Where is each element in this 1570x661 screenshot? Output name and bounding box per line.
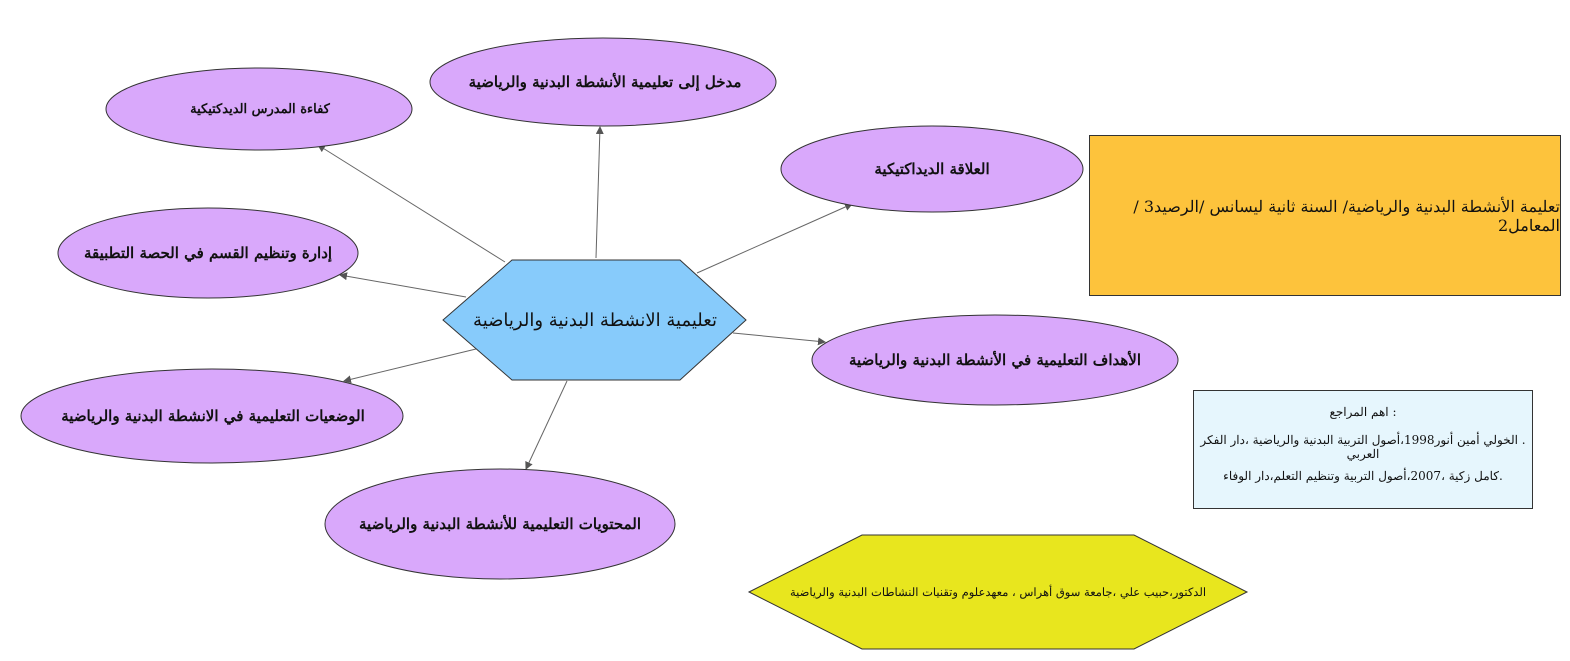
- connector-arrow: [525, 380, 568, 470]
- course-info-text: تعليمة الأنشطة البدنية والرياضية/ السنة …: [1133, 196, 1560, 235]
- author-text: الدكتور،حبيب علي ،جامعة سوق أهراس ، معهد…: [789, 585, 1207, 599]
- references-title: : اهم المراجع: [1329, 405, 1397, 419]
- center-title: تعليمية الانشطة البدنية والرياضية: [473, 309, 717, 331]
- node-ellipse[interactable]: [780, 125, 1084, 213]
- node-label: مدخل إلى تعليمية الأنشطة البدنية والرياض…: [468, 73, 742, 91]
- reference-item: .كامل زكية ،2007،أصول التربية وتنظيم الت…: [1223, 469, 1503, 483]
- node-label: كفاءة المدرس الديدكتيكية: [190, 101, 330, 117]
- author-hexagon[interactable]: [747, 534, 1249, 650]
- references-box: : اهم المراجع . الخولي أمين أنور1998،أصو…: [1193, 390, 1533, 509]
- connector-arrow: [339, 272, 467, 298]
- node-ellipse[interactable]: [811, 314, 1179, 406]
- node-ellipse[interactable]: [20, 368, 404, 464]
- node-ellipse[interactable]: [324, 468, 676, 580]
- node-label: إدارة وتنظيم القسم في الحصة التطبيقة: [83, 244, 333, 262]
- connector-arrow: [732, 332, 826, 346]
- connector-arrow: [595, 126, 604, 259]
- node-ellipse[interactable]: [57, 207, 359, 299]
- center-hexagon[interactable]: [442, 259, 747, 381]
- node-label: الأهداف التعليمية في الأنشطة البدنية وال…: [848, 351, 1142, 369]
- course-info-box: تعليمة الأنشطة البدنية والرياضية/ السنة …: [1089, 135, 1561, 296]
- node-label: المحتويات التعليمية للأنشطة البدنية والر…: [359, 515, 641, 533]
- connector-arrow: [343, 348, 477, 384]
- connector-arrow: [317, 144, 506, 263]
- node-ellipse[interactable]: [105, 67, 413, 151]
- node-label: العلاقة الديداكتيكية: [874, 160, 990, 178]
- connector-arrow: [696, 203, 853, 274]
- node-label: الوضعيات التعليمية في الانشطة البدنية وا…: [61, 407, 365, 425]
- node-ellipse[interactable]: [429, 37, 777, 127]
- reference-item: . الخولي أمين أنور1998،أصول التربية البد…: [1200, 433, 1526, 461]
